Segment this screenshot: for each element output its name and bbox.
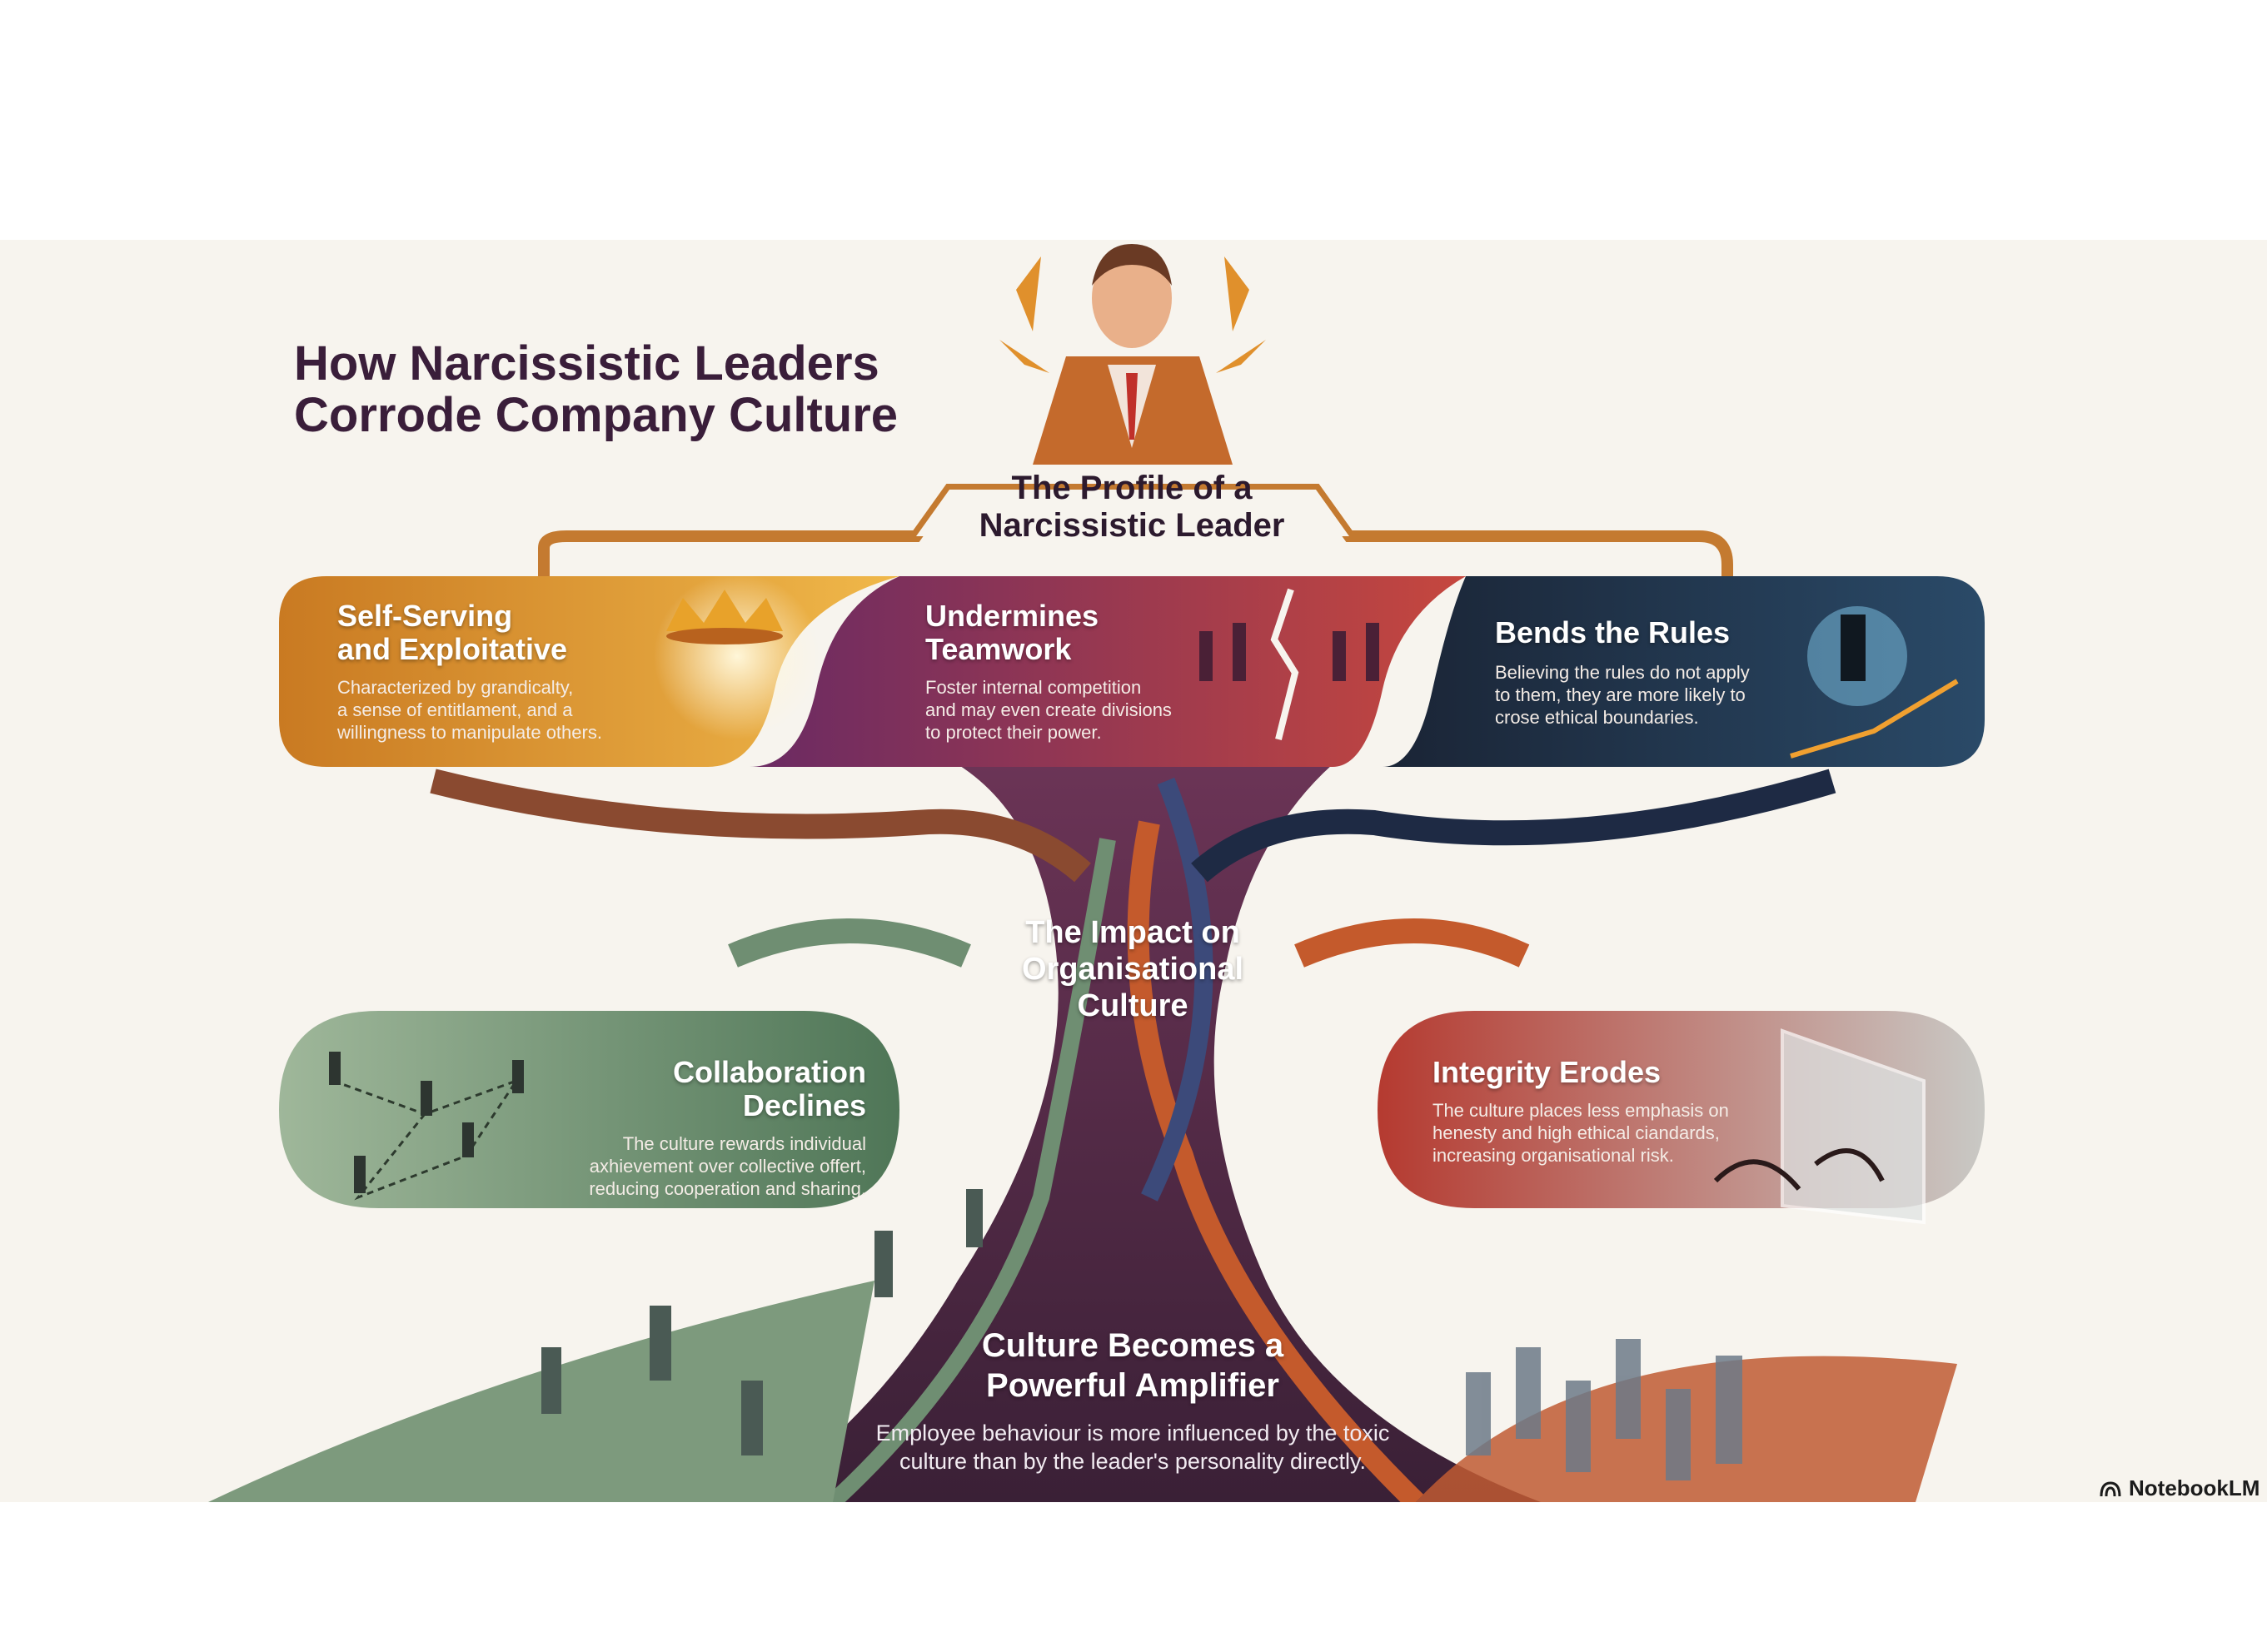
trait-text: and may even create divisions xyxy=(925,699,1172,720)
effect-text: axhievement over collective offert, xyxy=(589,1156,866,1177)
amplifier-heading: Culture Becomes a Powerful Amplifier xyxy=(833,1326,1432,1406)
effect-collaboration: Collaboration Declines The culture rewar… xyxy=(550,1056,866,1200)
leader-figure-icon xyxy=(999,244,1266,465)
effect-text: increasing organisational risk. xyxy=(1432,1145,1674,1166)
infographic: How Narcissistic Leaders Corrode Company… xyxy=(0,240,2267,1502)
heading-line: Culture xyxy=(1077,988,1188,1023)
heading-line: Culture Becomes a xyxy=(981,1327,1284,1364)
trait-text: crose ethical boundaries. xyxy=(1495,707,1699,728)
heading-line: Organisational xyxy=(1021,952,1244,987)
trait-text: Foster internal competition xyxy=(925,677,1142,698)
trait-self-serving: Self-Serving and Exploitative Characteri… xyxy=(337,600,670,744)
divided-team-icon xyxy=(1199,588,1379,740)
trait-title: Teamwork xyxy=(925,632,1072,666)
profile-heading: The Profile of a Narcissistic Leader xyxy=(924,470,1340,545)
effect-integrity: Integrity Erodes The culture places less… xyxy=(1432,1056,1782,1167)
amplifier-line: culture than by the leader's personality… xyxy=(899,1449,1366,1474)
collaboration-panel xyxy=(279,1011,899,1208)
title-line: How Narcissistic Leaders xyxy=(294,336,879,391)
trait-title: Self-Serving xyxy=(337,599,513,633)
title-line: Corrode Company Culture xyxy=(294,388,899,442)
amplifier-text: Employee behaviour is more influenced by… xyxy=(833,1419,1432,1475)
heading-line: Powerful Amplifier xyxy=(986,1367,1279,1404)
notebooklm-logo-icon xyxy=(2100,1480,2121,1496)
effect-title: Integrity Erodes xyxy=(1432,1055,1662,1089)
trait-text: willingness to manipulate others. xyxy=(337,722,602,743)
trait-text: Believing the rules do not apply xyxy=(1495,662,1750,683)
tree-illustration xyxy=(208,244,1985,1502)
crown-icon xyxy=(666,590,783,644)
brand-label: NotebookLM xyxy=(2129,1475,2260,1500)
amplifier-line: Employee behaviour is more influenced by… xyxy=(875,1421,1390,1446)
effect-title: Collaboration Declines xyxy=(673,1055,866,1122)
heading-line: Narcissistic Leader xyxy=(979,507,1285,544)
heading-line: The Profile of a xyxy=(1011,470,1253,506)
trait-undermines-teamwork: Undermines Teamwork Foster internal comp… xyxy=(925,600,1225,744)
trait-title: Bends the Rules xyxy=(1495,615,1731,649)
trait-bends-rules: Bends the Rules Believing the rules do n… xyxy=(1495,616,1795,729)
trait-text: to protect their power. xyxy=(925,722,1102,743)
trait-text: Characterized by grandicalty, xyxy=(337,677,574,698)
effect-text: The culture rewards individual xyxy=(622,1133,866,1154)
trait-title: and Exploitative xyxy=(337,632,568,666)
effect-text: reducing cooperation and sharing. xyxy=(589,1178,866,1199)
trait-text: to them, they are more likely to xyxy=(1495,684,1746,705)
heading-line: The Impact on xyxy=(1025,915,1240,950)
rule-breaker-icon xyxy=(1790,606,1959,759)
effect-text: henesty and high ethical ciandards, xyxy=(1432,1122,1720,1143)
trait-text: a sense of entitlament, and a xyxy=(337,699,573,720)
notebooklm-watermark: NotebookLM xyxy=(2099,1475,2260,1501)
impact-heading: The Impact on Organisational Culture xyxy=(924,914,1341,1024)
trait-title: Undermines xyxy=(925,599,1099,633)
broken-glass-thorns-icon xyxy=(1713,1028,1926,1225)
effect-text: The culture places less emphasis on xyxy=(1432,1100,1729,1121)
page-title: How Narcissistic Leaders Corrode Company… xyxy=(294,338,898,441)
